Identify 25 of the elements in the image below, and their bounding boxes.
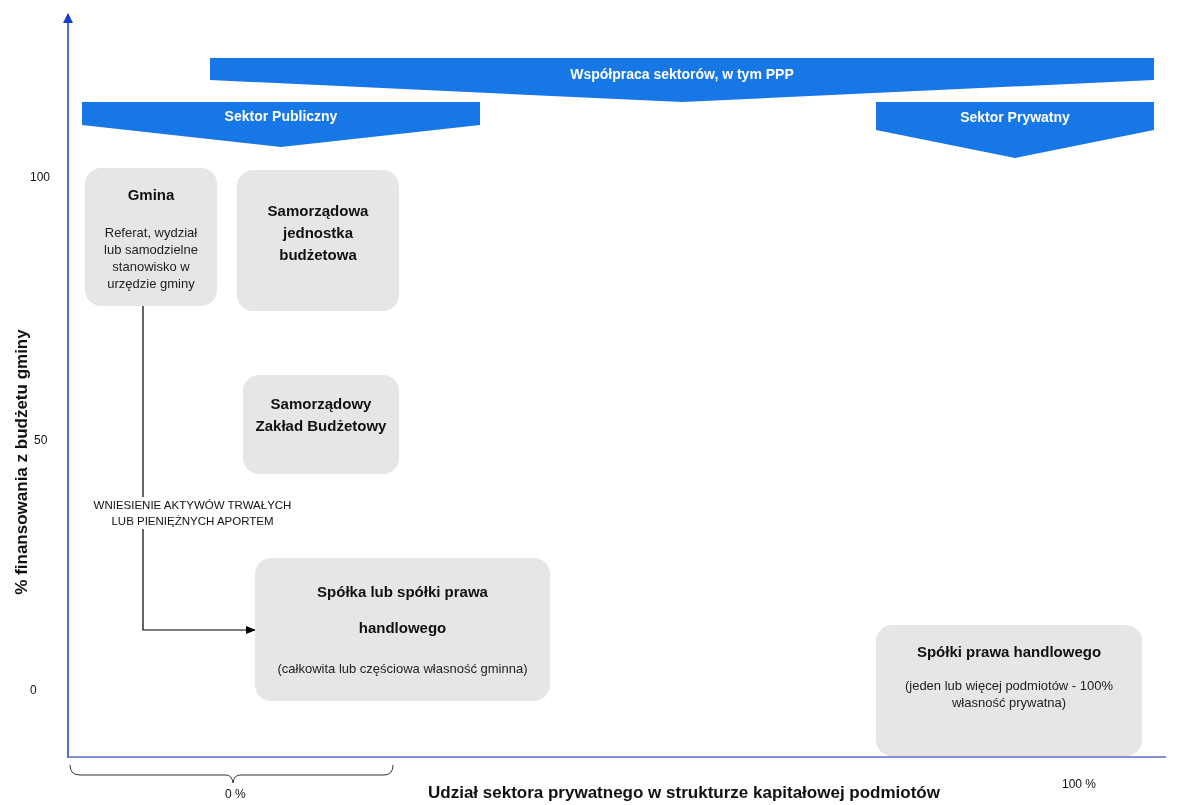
axis-title: Udział sektora prywatnego w strukturze kapitałowej podmiotów [428, 783, 940, 803]
banner-label: Sektor Publiczny [223, 108, 339, 124]
box-heading: Samorządowy Zakład Budżetowy [254, 394, 388, 436]
box-description: (jeden lub więcej podmiotów - 100% własność prywatna) [903, 677, 1115, 711]
box-description: (całkowita lub częściowa własność gminna) [277, 660, 528, 677]
entity-box [85, 168, 217, 306]
entity-box [876, 625, 1142, 756]
axis-tick-label: 0 [30, 683, 37, 697]
entity-box [237, 170, 399, 311]
axis-tick-label: 100 % [1062, 777, 1097, 791]
connector-arrow [142, 305, 256, 634]
banner-label: Współpraca sektorów, w tym PPP [569, 66, 795, 82]
entity-box [243, 375, 399, 474]
axis-title: % finansowania z budżetu gminy [12, 329, 32, 595]
entity-box [255, 558, 550, 701]
axis-tick-label: 50 [34, 433, 48, 447]
box-heading: Spółka lub spółki prawa handlowego [316, 582, 489, 638]
box-heading: Samorządowa jednostka budżetowa [266, 201, 370, 265]
box-description: Referat, wydział lub samodzielne stanowisko w urzędzie gminy [103, 224, 199, 292]
box-heading: Gmina [127, 185, 175, 205]
banner-label: Sektor Prywatny [959, 109, 1071, 125]
axis-tick-label: 100 [30, 170, 51, 184]
sector-banner [82, 102, 480, 147]
axis-tick-label: 0 % [225, 787, 246, 801]
box-heading: Spółki prawa handlowego [916, 642, 1102, 662]
